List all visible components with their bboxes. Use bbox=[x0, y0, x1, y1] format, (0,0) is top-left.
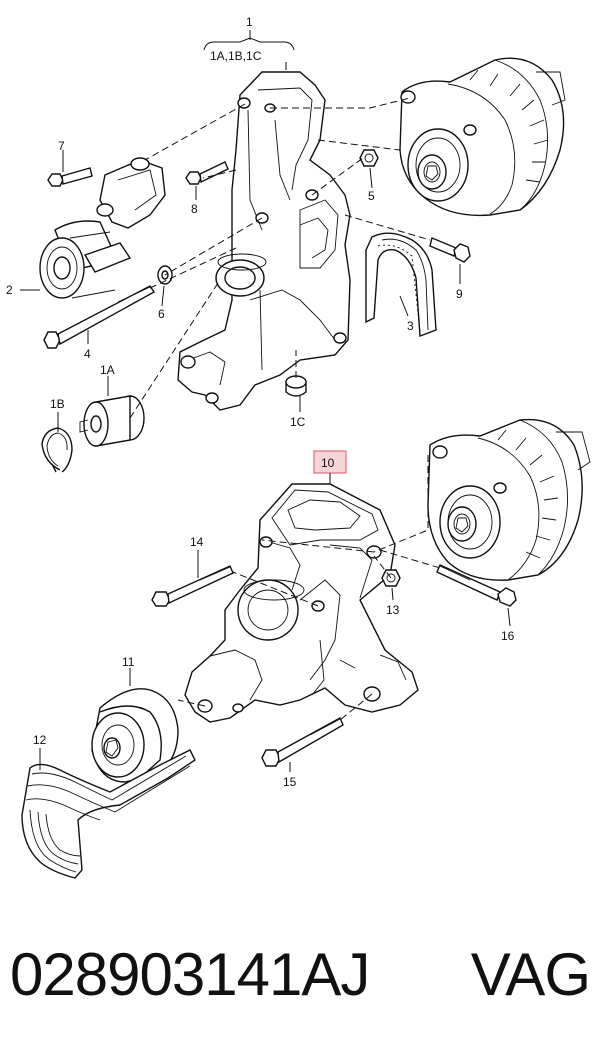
assembly-lines-upper bbox=[129, 97, 431, 419]
bolt-part-4 bbox=[43, 285, 156, 349]
label-2: 2 bbox=[6, 283, 13, 297]
label-4: 4 bbox=[84, 347, 91, 361]
label-7: 7 bbox=[58, 139, 65, 153]
tensioner-part-2 bbox=[39, 157, 166, 299]
label-1c: 1C bbox=[290, 415, 306, 429]
leader-lines bbox=[20, 30, 511, 772]
label-6: 6 bbox=[158, 307, 165, 321]
label-1a: 1A bbox=[100, 363, 115, 377]
circlip-part-1b bbox=[41, 427, 73, 473]
bolt-part-15 bbox=[261, 717, 344, 767]
bolt-part-9 bbox=[429, 237, 471, 263]
nut-part-5 bbox=[359, 149, 379, 167]
label-1: 1 bbox=[246, 15, 253, 29]
label-1b: 1B bbox=[50, 397, 65, 411]
callout-labels: 1 1A,1B,1C 7 8 5 9 3 6 4 2 1A 1B 1C 10 1… bbox=[6, 15, 515, 789]
bolt-part-8 bbox=[185, 161, 229, 185]
caption-bar: 028903141AJ VAG bbox=[10, 935, 591, 1015]
label-8: 8 bbox=[191, 202, 198, 216]
bolt-part-7 bbox=[47, 167, 93, 187]
label-12: 12 bbox=[33, 733, 47, 747]
label-10: 10 bbox=[321, 456, 335, 470]
label-13: 13 bbox=[386, 603, 400, 617]
label-5: 5 bbox=[368, 189, 375, 203]
label-3: 3 bbox=[407, 319, 414, 333]
label-1-sub: 1A,1B,1C bbox=[210, 49, 262, 63]
belt-part-3 bbox=[365, 232, 437, 337]
tensioner-part-11 bbox=[91, 688, 179, 783]
bolt-part-16 bbox=[436, 564, 517, 607]
bracket-part-1 bbox=[177, 71, 351, 411]
label-14: 14 bbox=[190, 535, 204, 549]
label-11: 11 bbox=[122, 655, 135, 669]
brand-name: VAG bbox=[470, 941, 591, 1008]
bracket-part-10 bbox=[184, 483, 419, 723]
alternator-lower bbox=[427, 418, 591, 581]
assembly-lines-lower bbox=[177, 455, 441, 721]
belt-part-12 bbox=[21, 749, 196, 879]
part-number: 028903141AJ bbox=[10, 941, 370, 1008]
label-15: 15 bbox=[283, 775, 297, 789]
bolt-part-14 bbox=[151, 565, 234, 607]
alternator-upper bbox=[399, 57, 566, 217]
bushing-part-1a bbox=[79, 395, 145, 447]
label-16: 16 bbox=[501, 629, 515, 643]
bushing-part-1c bbox=[285, 375, 307, 397]
label-9: 9 bbox=[456, 287, 463, 301]
